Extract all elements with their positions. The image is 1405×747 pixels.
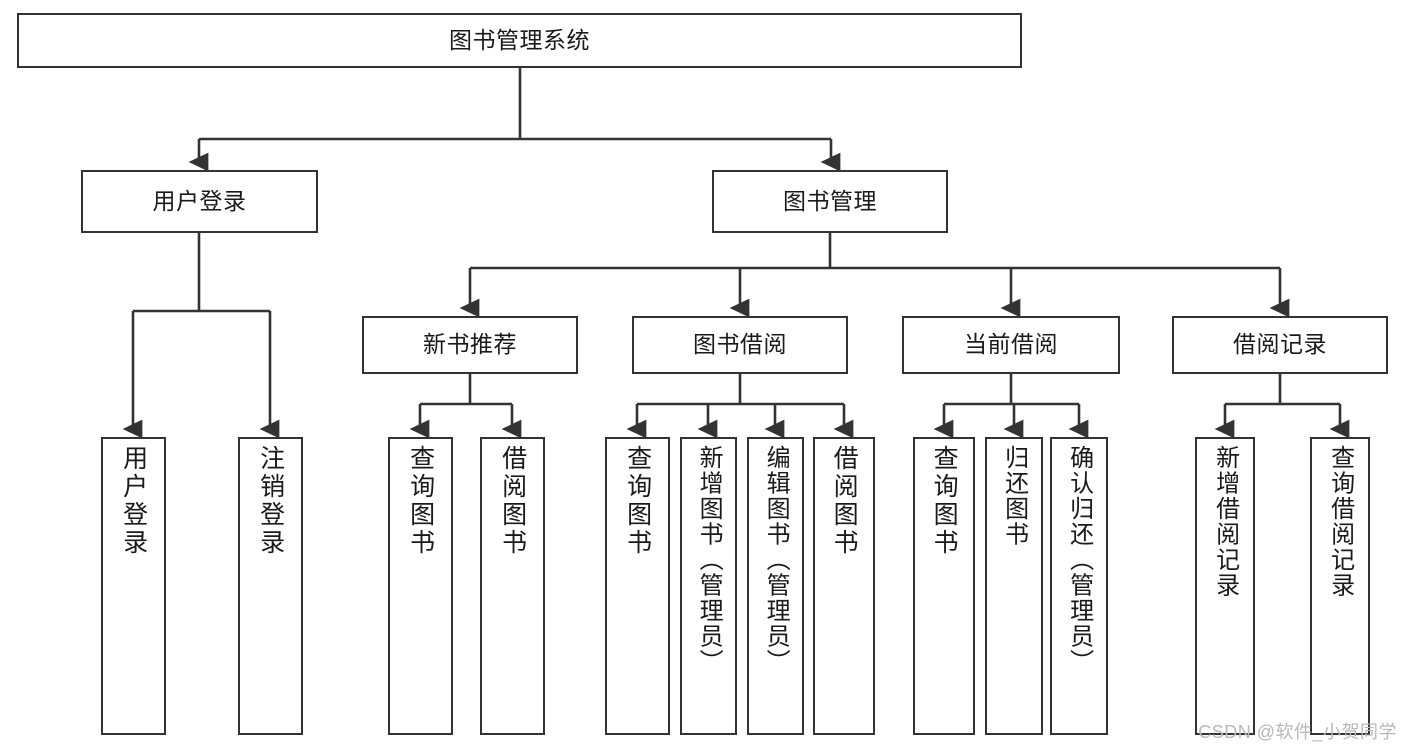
node-borrow-record[interactable]: 借阅记录 xyxy=(1172,316,1388,374)
node-leaf-add-borrow-record-label: 新增借阅记录 xyxy=(1211,445,1239,598)
node-leaf-query-book-c-label: 查询图书 xyxy=(930,445,959,557)
node-book-management-label: 图书管理 xyxy=(783,187,877,214)
node-leaf-query-book-b[interactable]: 查询图书 xyxy=(605,437,670,735)
node-root[interactable]: 图书管理系统 xyxy=(17,13,1022,68)
node-leaf-logout-label: 注销登录 xyxy=(256,445,285,557)
node-user-login[interactable]: 用户登录 xyxy=(81,170,318,233)
watermark: CSDN @软件_小贺同学 xyxy=(1198,722,1397,742)
node-leaf-user-login-label: 用户登录 xyxy=(119,445,148,557)
node-leaf-borrow-book-b[interactable]: 借阅图书 xyxy=(813,437,875,735)
node-new-book-recommendation-label: 新书推荐 xyxy=(423,331,517,358)
node-leaf-user-login[interactable]: 用户登录 xyxy=(101,437,166,735)
node-leaf-query-book-c[interactable]: 查询图书 xyxy=(913,437,975,735)
node-leaf-logout[interactable]: 注销登录 xyxy=(238,437,303,735)
node-book-borrow-label: 图书借阅 xyxy=(693,331,787,358)
node-current-borrow[interactable]: 当前借阅 xyxy=(902,316,1120,374)
node-leaf-add-book-admin[interactable]: 新增图书（管理员） xyxy=(680,437,737,735)
node-leaf-edit-book-admin[interactable]: 编辑图书（管理员） xyxy=(747,437,804,735)
node-leaf-query-book-a[interactable]: 查询图书 xyxy=(388,437,453,735)
node-leaf-confirm-return-admin-label: 确认归还（管理员） xyxy=(1065,445,1093,675)
node-leaf-query-book-b-label: 查询图书 xyxy=(623,445,652,557)
node-leaf-return-book[interactable]: 归还图书 xyxy=(985,437,1043,735)
node-leaf-confirm-return-admin[interactable]: 确认归还（管理员） xyxy=(1050,437,1108,735)
node-leaf-query-borrow-record-label: 查询借阅记录 xyxy=(1326,445,1354,598)
node-leaf-query-borrow-record[interactable]: 查询借阅记录 xyxy=(1310,437,1370,735)
node-leaf-add-borrow-record[interactable]: 新增借阅记录 xyxy=(1195,437,1255,735)
node-new-book-recommendation[interactable]: 新书推荐 xyxy=(362,316,578,374)
node-root-label: 图书管理系统 xyxy=(449,26,590,53)
node-leaf-borrow-book-a-label: 借阅图书 xyxy=(498,445,527,557)
node-leaf-borrow-book-a[interactable]: 借阅图书 xyxy=(480,437,545,735)
node-leaf-add-book-admin-label: 新增图书（管理员） xyxy=(695,445,723,675)
node-user-login-label: 用户登录 xyxy=(152,187,247,214)
node-leaf-query-book-a-label: 查询图书 xyxy=(406,445,435,557)
node-leaf-borrow-book-b-label: 借阅图书 xyxy=(830,445,859,557)
node-book-borrow[interactable]: 图书借阅 xyxy=(632,316,848,374)
node-leaf-edit-book-admin-label: 编辑图书（管理员） xyxy=(762,445,790,675)
node-current-borrow-label: 当前借阅 xyxy=(964,331,1058,358)
node-borrow-record-label: 借阅记录 xyxy=(1233,331,1327,358)
node-leaf-return-book-label: 归还图书 xyxy=(1000,445,1028,547)
node-book-management[interactable]: 图书管理 xyxy=(712,170,948,233)
